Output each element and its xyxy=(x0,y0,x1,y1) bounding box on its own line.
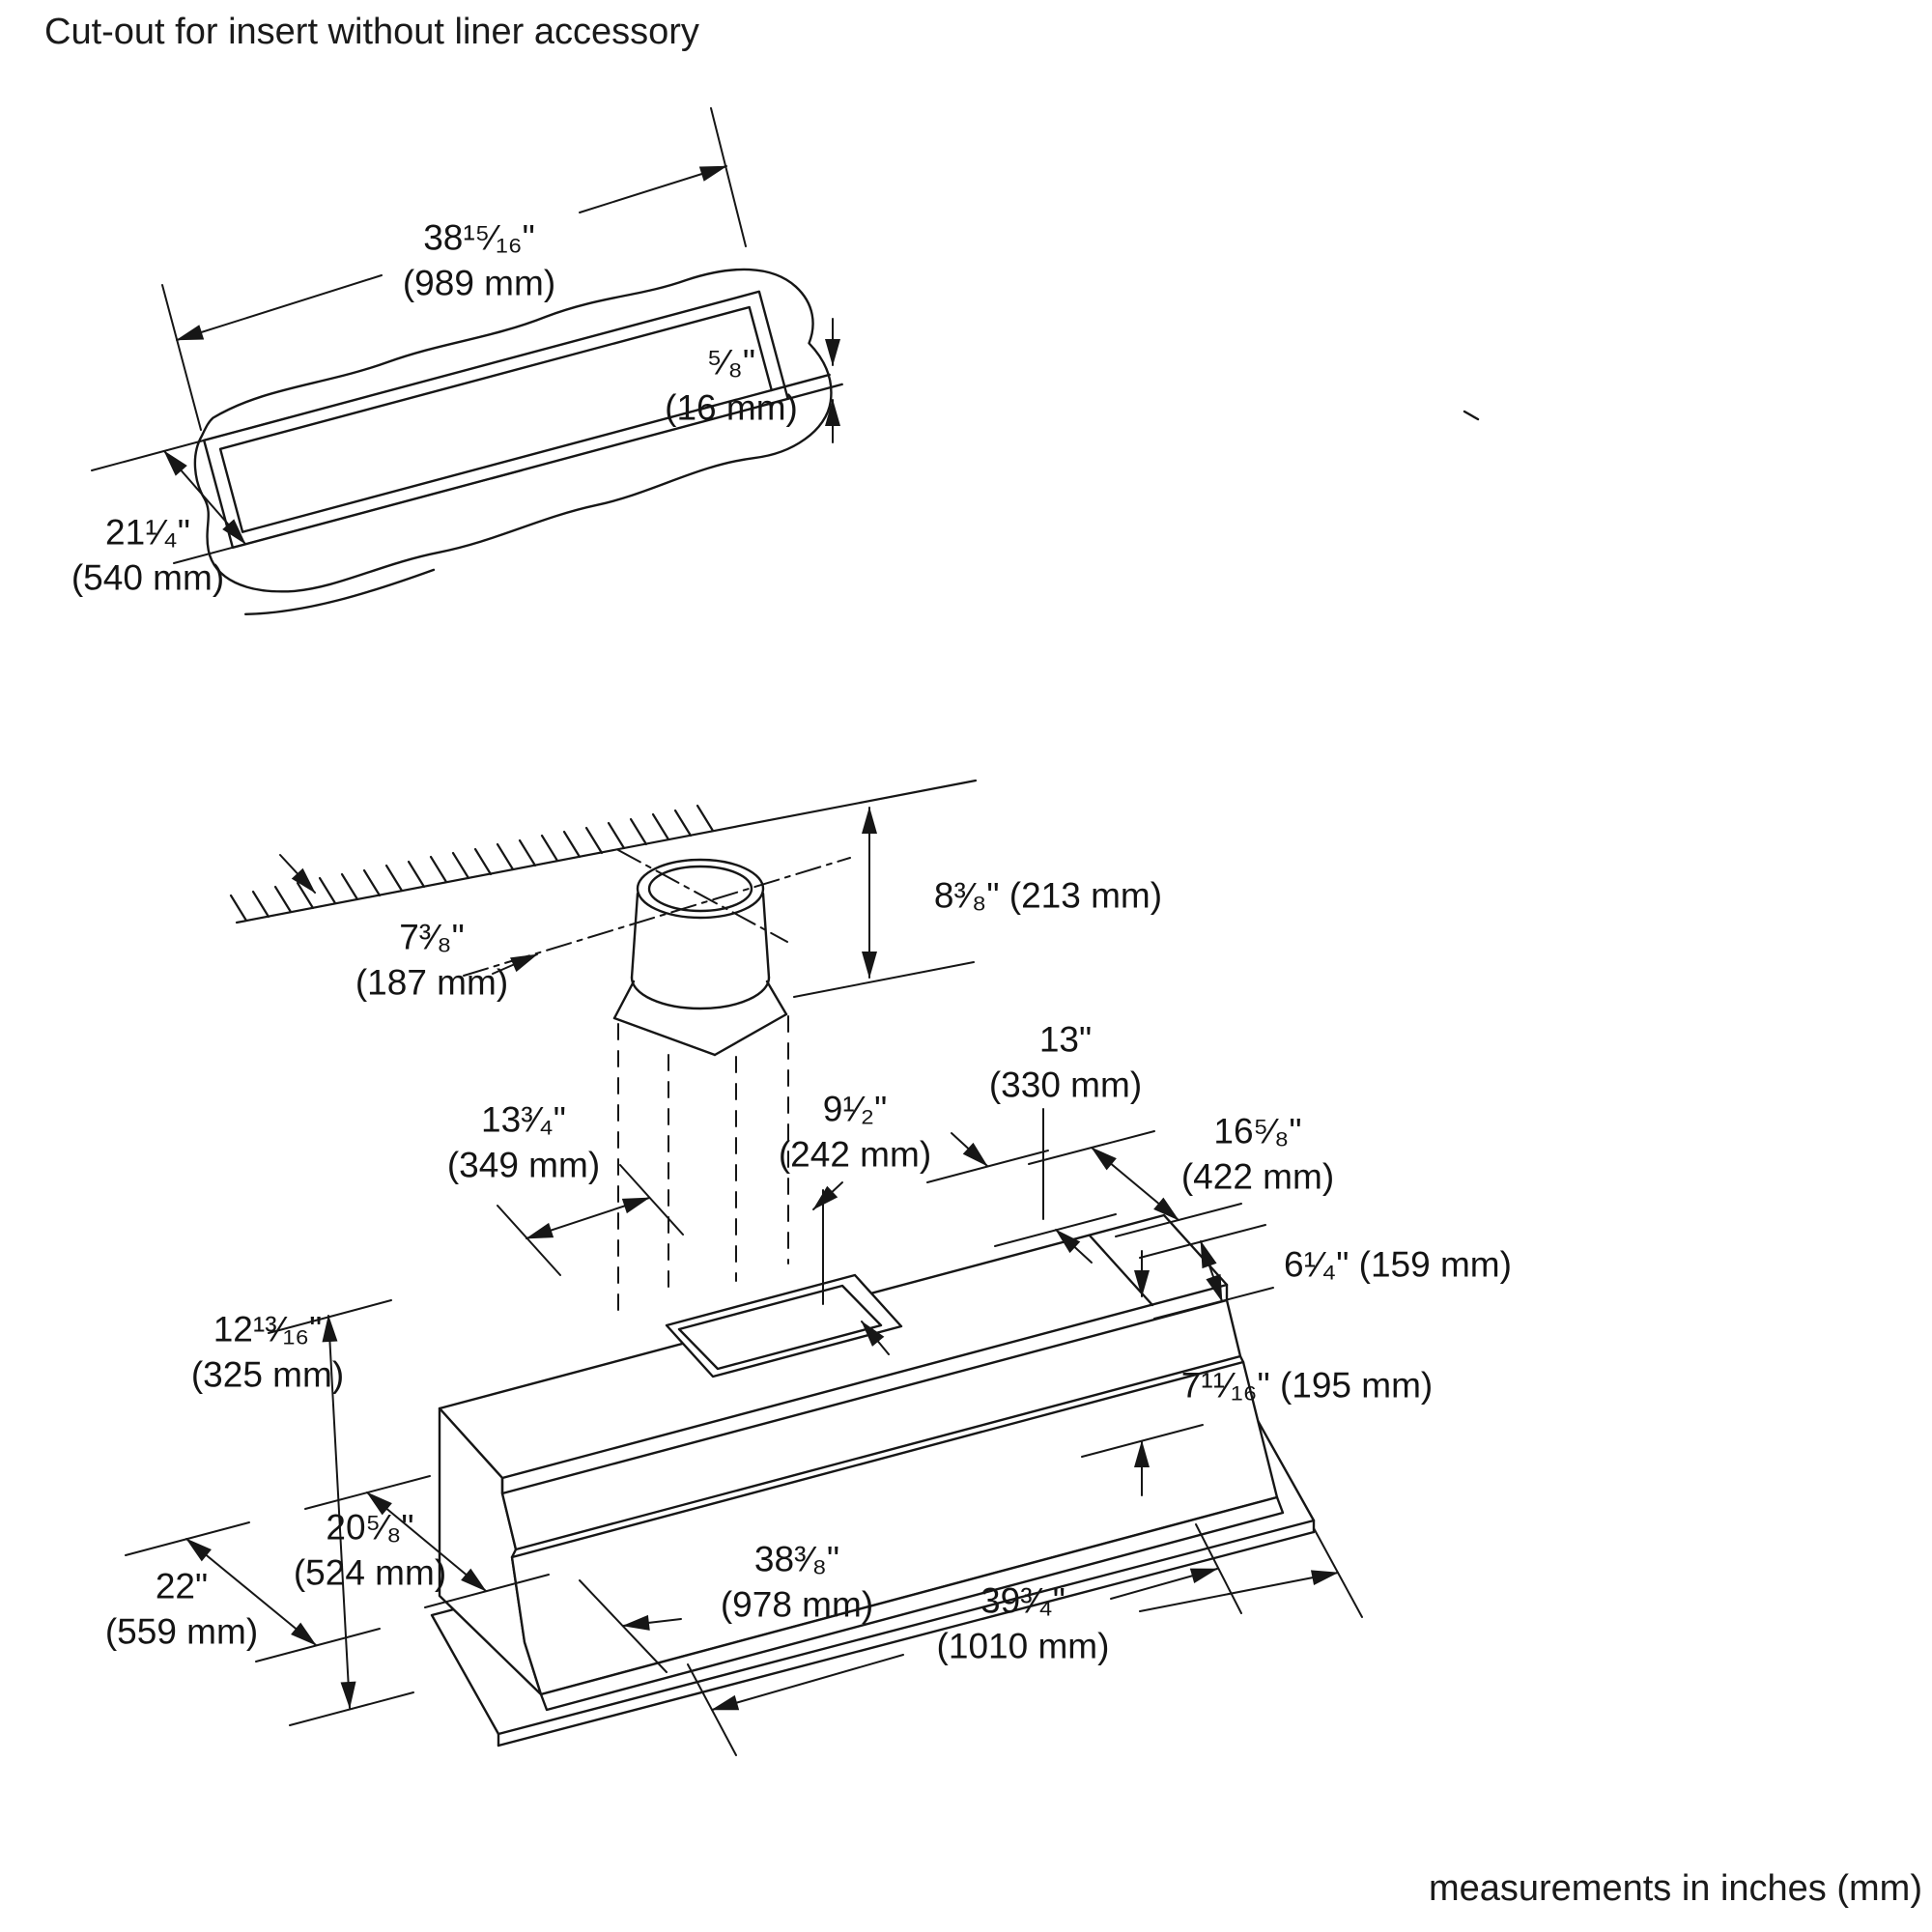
dim-213 xyxy=(793,807,975,998)
dim-540 xyxy=(91,416,523,564)
dim-label-349: 13³⁄₄"(349 mm) xyxy=(446,1099,601,1184)
dim-1010 xyxy=(687,1527,1363,1756)
dim-label-1010: 39³⁄₄"(1010 mm) xyxy=(936,1580,1110,1665)
hood-bottom-rim xyxy=(539,1495,1285,1712)
dim-label-16: ⁵⁄₈"(16 mm) xyxy=(665,342,798,427)
dim-label-159: 6¹⁄₄" (159 mm) xyxy=(1284,1244,1512,1285)
stray-mark xyxy=(1463,410,1480,421)
dim-989 xyxy=(161,107,747,431)
dim-978 xyxy=(579,1523,1242,1673)
cutout-lip-extension-outer xyxy=(786,383,843,401)
dim-187-leader xyxy=(492,953,538,975)
dim-label-242: 9¹⁄₂"(242 mm) xyxy=(778,1089,932,1174)
countertop-outline xyxy=(193,268,833,593)
dim-label-195: 7¹¹⁄₁₆" (195 mm) xyxy=(1180,1365,1434,1406)
ceiling-hatch xyxy=(229,779,978,924)
dim-label-187: 7³⁄₈"(187 mm) xyxy=(355,917,509,1002)
dim-label-330: 13"(330 mm) xyxy=(988,1019,1143,1104)
hood-body xyxy=(438,1213,1285,1712)
duct-projection-lines xyxy=(617,1015,789,1311)
leader-vent-arrow xyxy=(861,1321,890,1355)
dim-label-978: 38³⁄₈"(978 mm) xyxy=(720,1539,874,1624)
dim-label-559: 22"(559 mm) xyxy=(104,1566,259,1651)
units-note: measurements in inches (mm) xyxy=(1428,1868,1922,1909)
page-title: Cut-out for insert without liner accesso… xyxy=(44,12,699,52)
countertop-thickness-line xyxy=(244,568,436,616)
dim-524 xyxy=(304,1475,550,1608)
leader-242-arrow xyxy=(812,1181,843,1210)
dim-label-524: 20⁵⁄₈"(524 mm) xyxy=(293,1507,447,1592)
dim-325 xyxy=(268,1299,414,1726)
dim-label-422: 16⁵⁄₈"(422 mm) xyxy=(1180,1111,1335,1196)
dim-422 xyxy=(1028,1130,1242,1237)
duct-collar xyxy=(612,858,788,1057)
cutout-panel-drawing xyxy=(193,268,843,616)
dim-559 xyxy=(125,1521,381,1662)
dim-195 xyxy=(1081,1424,1204,1496)
dim-349 xyxy=(497,1164,684,1276)
dim-159 xyxy=(1134,1224,1274,1320)
dim-label-325: 12¹³⁄₁₆"(325 mm) xyxy=(190,1309,345,1394)
dim-label-540: 21¹⁄₄"(540 mm) xyxy=(71,512,225,597)
dim-label-213: 8³⁄₈" (213 mm) xyxy=(933,875,1163,916)
dim-label-989: 38¹⁵⁄₁₆"(989 mm) xyxy=(402,217,556,302)
cutout-lip-extension-inner xyxy=(770,373,831,392)
leader-lines xyxy=(812,1108,1044,1355)
ceiling-leader-arrow xyxy=(279,854,316,894)
